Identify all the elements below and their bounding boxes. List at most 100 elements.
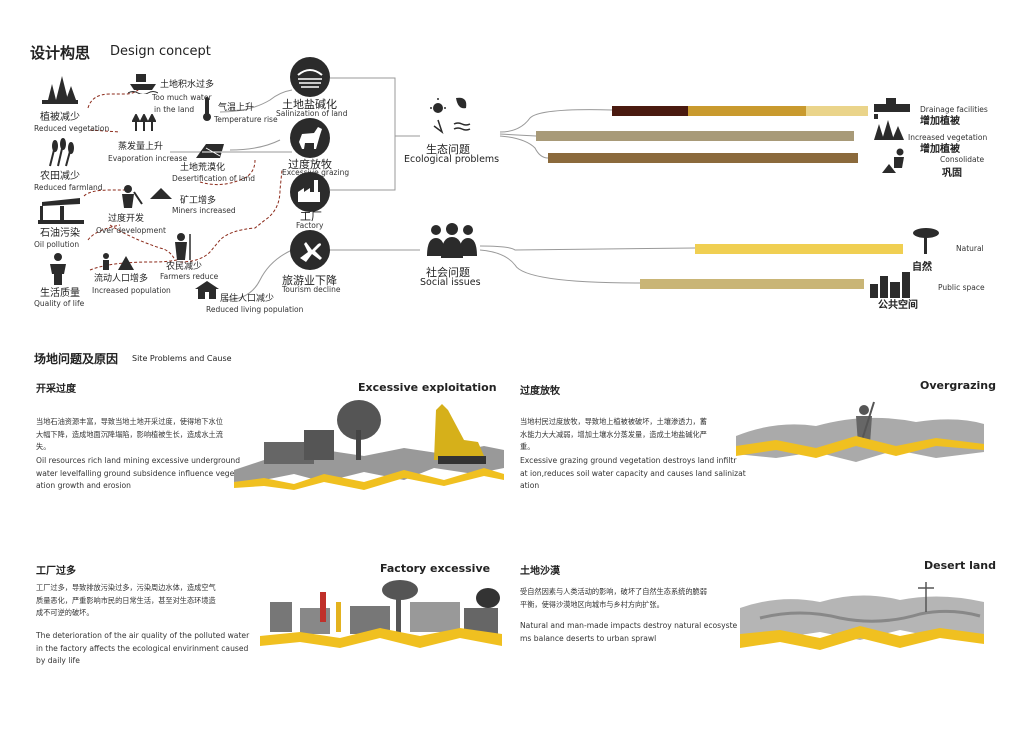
section2-title-en: Site Problems and Cause bbox=[132, 354, 232, 363]
acacia-tree-icon bbox=[913, 228, 939, 254]
drainage-pipe-icon bbox=[874, 98, 910, 119]
case-overgrazing-en-text: Excessive grazing ground vegetation dest… bbox=[520, 455, 746, 493]
label-overdev-en: Over development bbox=[96, 226, 166, 235]
label-miners-cn: 矿工增多 bbox=[180, 196, 217, 206]
label-desert-en: Desertification of land bbox=[172, 174, 256, 183]
node-factory-circle bbox=[290, 172, 330, 212]
text-line: 当地石油资源丰富，导致当地土地开采过度，使得地下水位 bbox=[36, 417, 223, 426]
node-grazing-circle bbox=[290, 118, 330, 158]
case-desert-cn-text: 受自然因素与人类活动的影响，破坏了自然生态系统的脆弱 平衡，使得沙漠地区向城市与… bbox=[520, 586, 707, 611]
text-line: Oil resources rich land mining excessive… bbox=[36, 456, 241, 465]
text-line: ation growth and erosion bbox=[36, 481, 131, 490]
label-reduced-farmland-en: Reduced farmland bbox=[34, 183, 103, 192]
case-overgrazing-cn: 过度放牧 bbox=[520, 386, 560, 397]
label-temp-cn: 气温上升 bbox=[218, 103, 255, 113]
people-group-icon bbox=[427, 223, 477, 258]
bar-natural bbox=[695, 244, 903, 254]
miner-icon bbox=[122, 185, 143, 208]
bar-drainage-seg2 bbox=[688, 106, 806, 116]
label-reduced-vegetation-en: Reduced vegetation bbox=[34, 124, 110, 133]
label-temp-en: Temperature rise bbox=[214, 115, 278, 124]
label-oil-pollution-en: Oil pollution bbox=[34, 240, 80, 249]
label-floating-en: Increased population bbox=[92, 286, 171, 295]
case-overgrazing-cn-text: 当地村民过度放牧，导致地上植被被破坏，土壤渗透力，蓄 水能力大大减弱，增加土壤水… bbox=[520, 416, 707, 454]
label-reduced-farmland-cn: 农田减少 bbox=[40, 171, 80, 182]
city-buildings-icon bbox=[870, 272, 910, 298]
node-salinization-cn: 土地盐碱化 bbox=[282, 98, 337, 111]
label-quality-of-life-cn: 生活质量 bbox=[40, 288, 80, 299]
text-line: by daily life bbox=[36, 656, 80, 665]
outcome-natural-en: Natural bbox=[956, 244, 984, 253]
farm-field-icon bbox=[297, 69, 323, 88]
text-line: 当地村民过度放牧，导致地上植被被破坏，土壤渗透力，蓄 bbox=[520, 417, 707, 426]
label-reduced-vegetation-cn: 植被减少 bbox=[40, 112, 80, 123]
text-line: 失。 bbox=[36, 442, 51, 451]
case-exploitation-en: Excessive exploitation bbox=[358, 381, 497, 394]
worker-digging-icon bbox=[882, 148, 904, 173]
forest-icon bbox=[874, 120, 904, 140]
case-exploitation-cn-text: 当地石油资源丰富，导致当地土地开采过度，使得地下水位 大幅下降，造成地面沉降塌陷… bbox=[36, 416, 223, 454]
tree-icon bbox=[42, 76, 78, 104]
label-miners-en: Miners increased bbox=[172, 206, 236, 215]
outcome-consolidate-cn: 巩固 bbox=[942, 168, 962, 179]
problem-social-en: Social issues bbox=[420, 277, 481, 288]
label-farmers-en: Farmers reduce bbox=[160, 272, 219, 281]
migrants-icon bbox=[103, 253, 134, 270]
outcome-public-cn: 公共空间 bbox=[878, 300, 918, 311]
case-desert-en: Desert land bbox=[924, 559, 997, 572]
text-line: 质量恶化，严重影响市民的日常生活，甚至对生态环境造 bbox=[36, 595, 216, 605]
factory-scene-image bbox=[260, 580, 502, 648]
case-exploitation-en-text: Oil resources rich land mining excessive… bbox=[36, 455, 240, 493]
case-exploitation-cn: 开采过度 bbox=[36, 384, 76, 395]
outcome-consolidate-en: Consolidate bbox=[940, 155, 985, 164]
text-line: ation bbox=[520, 481, 540, 490]
ore-pile-icon bbox=[150, 188, 172, 199]
label-farmers-cn: 农民减少 bbox=[166, 262, 203, 272]
label-evap-en: Evaporation increase bbox=[108, 154, 188, 163]
text-line: 受自然因素与人类活动的影响，破坏了自然生态系统的脆弱 bbox=[520, 587, 707, 596]
up-arrows-icon bbox=[132, 114, 156, 131]
factory-icon bbox=[298, 180, 320, 202]
problem-ecological-en: Ecological problems bbox=[404, 154, 500, 165]
text-line: The deterioration of the air quality of … bbox=[36, 631, 250, 640]
section2-title-cn: 场地问题及原因 bbox=[34, 352, 119, 366]
case-desert-en-text: Natural and man-made impacts destroy nat… bbox=[520, 620, 737, 645]
boat-icon bbox=[128, 74, 158, 94]
case-factory-en: Factory excessive bbox=[380, 562, 491, 575]
label-evap-cn: 蒸发量上升 bbox=[118, 142, 164, 152]
text-line: in the factory affects the ecological en… bbox=[36, 643, 249, 653]
outcome-drainage-en: Drainage facilities bbox=[920, 105, 988, 114]
concept-connectors bbox=[83, 77, 696, 301]
case-factory-cn-text: 工厂过多，导致排放污染过多，污染周边水体，造成空气 质量恶化，严重影响市民的日常… bbox=[36, 582, 216, 620]
house-icon bbox=[195, 281, 219, 299]
label-living-cn: 居住人口减少 bbox=[220, 294, 275, 304]
text-line: ms balance deserts to urban sprawl bbox=[520, 633, 657, 643]
excavator-scene-image bbox=[234, 400, 504, 490]
label-living-en: Reduced living population bbox=[206, 305, 304, 314]
outcome-natural-cn: 自然 bbox=[912, 262, 932, 273]
case-overgrazing-en: Overgrazing bbox=[920, 379, 997, 392]
node-salinization-circle bbox=[290, 57, 330, 97]
label-oil-pollution-cn: 石油污染 bbox=[40, 228, 80, 239]
outcome-vegetation-en: Increased vegetation bbox=[908, 133, 988, 142]
grazing-scene-image bbox=[736, 401, 984, 462]
bar-vegetation bbox=[536, 131, 854, 141]
text-line: 平衡，使得沙漠地区向城市与乡村方向扩张。 bbox=[520, 599, 664, 609]
dashed-link bbox=[87, 87, 141, 109]
outcome-vegetation-cn: 增加植被 bbox=[920, 144, 960, 155]
text-line: 大幅下降，造成地面沉降塌陷，影响植被生长，造成水土流 bbox=[36, 429, 223, 439]
wheat-icon bbox=[49, 138, 74, 167]
horse-icon bbox=[299, 127, 322, 149]
case-desert-cn: 土地沙漠 bbox=[520, 566, 560, 577]
page-title-cn: 设计构思 bbox=[30, 44, 91, 62]
bar-public-space bbox=[640, 279, 864, 289]
airplane-icon bbox=[300, 242, 322, 262]
node-salinization-en: Salinization of land bbox=[276, 109, 348, 118]
farmer-icon bbox=[175, 233, 191, 260]
label-desert-cn: 土地荒漠化 bbox=[180, 163, 226, 173]
label-water-cn: 土地积水过多 bbox=[160, 80, 215, 90]
bar-drainage-seg1 bbox=[612, 106, 688, 116]
problem-ecological-cn: 生态问题 bbox=[426, 143, 470, 156]
label-overdev-cn: 过度开发 bbox=[108, 214, 145, 224]
text-line: water levelfalling ground subsidence inf… bbox=[36, 468, 238, 478]
